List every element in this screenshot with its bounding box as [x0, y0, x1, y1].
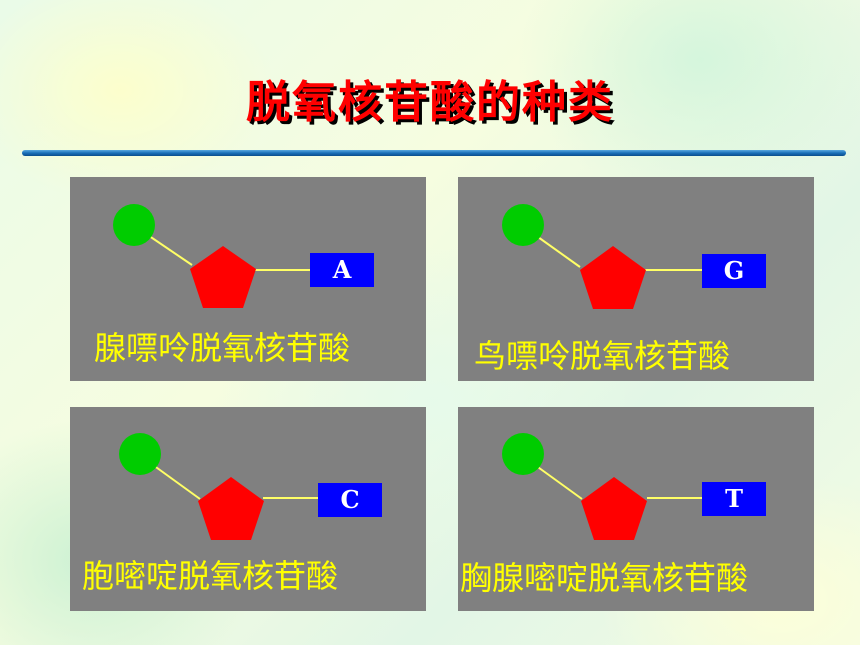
nucleotide-name-c: 胞嘧啶脱氧核苷酸: [82, 557, 339, 595]
phosphate-circle: [113, 204, 155, 246]
nucleotide-diagram-c: [119, 433, 318, 540]
deoxyribose-pentagon: [198, 477, 264, 540]
deoxyribose-pentagon: [581, 477, 647, 540]
phosphate-circle: [119, 433, 161, 475]
deoxyribose-pentagon: [580, 246, 646, 309]
nucleotide-panel-g: G 鸟嘌呤脱氧核苷酸: [458, 177, 814, 381]
nucleotide-panel-c: C 胞嘧啶脱氧核苷酸: [70, 407, 426, 611]
phosphate-circle: [502, 433, 544, 475]
nucleotide-diagram-t: [502, 433, 702, 540]
nucleotide-diagram-g: [502, 204, 702, 309]
nucleotide-name-a: 腺嘌呤脱氧核苷酸: [94, 329, 351, 367]
deoxyribose-pentagon: [190, 246, 256, 308]
base-box-t: T: [702, 482, 766, 516]
base-box-c: C: [318, 483, 382, 517]
page-title: 脱氧核苷酸的种类: [246, 77, 614, 128]
nucleotide-panel-t: T 胸腺嘧啶脱氧核苷酸: [458, 407, 814, 611]
nucleotide-name-g: 鸟嘌呤脱氧核苷酸: [474, 337, 731, 375]
nucleotide-name-t: 胸腺嘧啶脱氧核苷酸: [460, 559, 749, 597]
nucleotide-panel-a: A 腺嘌呤脱氧核苷酸: [70, 177, 426, 381]
phosphate-circle: [502, 204, 544, 246]
base-box-g: G: [702, 254, 766, 288]
title-divider: [22, 150, 846, 156]
base-box-a: A: [310, 253, 374, 287]
nucleotide-diagram-a: [113, 204, 310, 308]
